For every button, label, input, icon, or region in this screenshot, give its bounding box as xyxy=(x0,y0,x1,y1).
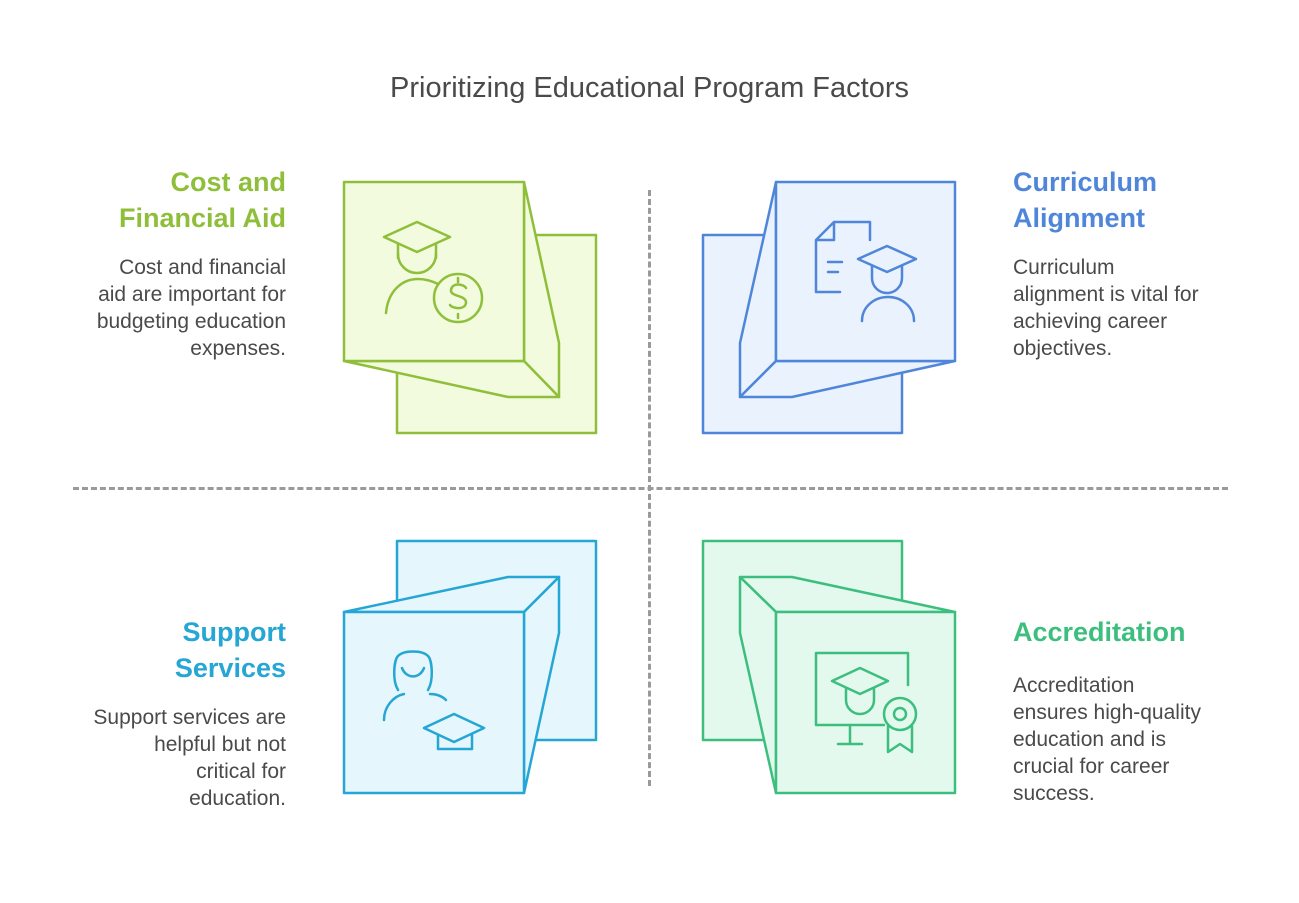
desc-line: crucial for career xyxy=(1013,755,1170,778)
heading-accreditation: Accreditation xyxy=(1013,614,1273,650)
desc-line: education and is xyxy=(1013,728,1166,751)
desc-line: helpful but not xyxy=(154,733,286,756)
page-title: Prioritizing Educational Program Factors xyxy=(390,72,909,104)
desc-line: ensures high-quality xyxy=(1013,701,1201,724)
desc-line: Accreditation xyxy=(1013,674,1135,697)
desc-line: alignment is vital for xyxy=(1013,283,1199,306)
desc-line: aid are important for xyxy=(98,283,286,306)
heading-line: Support xyxy=(182,617,286,647)
desc-line: achieving career xyxy=(1013,310,1168,333)
desc-line: Curriculum xyxy=(1013,256,1115,279)
heading-support-services: Support Services xyxy=(60,614,286,686)
cube-support-services xyxy=(342,539,598,795)
cube-curriculum-alignment xyxy=(701,180,957,435)
person-graduation-cap-icon xyxy=(382,650,486,751)
desc-line: education. xyxy=(189,787,286,810)
heading-line: Accreditation xyxy=(1013,617,1186,647)
desc-cost-financial-aid: Cost and financial aid are important for… xyxy=(60,254,286,362)
graduate-dollar-icon xyxy=(382,220,484,324)
heading-line: Cost and xyxy=(170,167,286,197)
cube-front-face xyxy=(774,180,957,363)
desc-line: critical for xyxy=(196,760,286,783)
horizontal-divider xyxy=(73,487,1228,490)
heading-line: Curriculum xyxy=(1013,167,1158,197)
desc-line: Support services are xyxy=(93,706,286,729)
desc-line: budgeting education xyxy=(96,310,286,333)
heading-line: Alignment xyxy=(1013,203,1145,233)
heading-line: Financial Aid xyxy=(118,203,286,233)
desc-curriculum-alignment: Curriculum alignment is vital for achiev… xyxy=(1013,254,1273,362)
heading-line: Services xyxy=(174,653,286,683)
cube-accreditation xyxy=(701,539,957,795)
cube-front-face xyxy=(774,610,957,795)
cube-front-face xyxy=(342,610,526,795)
desc-line: Cost and financial xyxy=(119,256,286,279)
desc-line: objectives. xyxy=(1013,337,1113,360)
desc-line: success. xyxy=(1013,782,1095,805)
heading-cost-financial-aid: Cost and Financial Aid xyxy=(60,164,286,236)
desc-support-services: Support services are helpful but not cri… xyxy=(60,704,286,812)
desc-line: expenses. xyxy=(190,337,286,360)
desc-accreditation: Accreditation ensures high-quality educa… xyxy=(1013,672,1273,807)
cube-cost-financial-aid xyxy=(342,180,598,435)
cube-front-face xyxy=(342,180,526,363)
monitor-certificate-icon xyxy=(814,651,918,754)
document-graduate-icon xyxy=(814,220,918,323)
heading-curriculum-alignment: Curriculum Alignment xyxy=(1013,164,1273,236)
